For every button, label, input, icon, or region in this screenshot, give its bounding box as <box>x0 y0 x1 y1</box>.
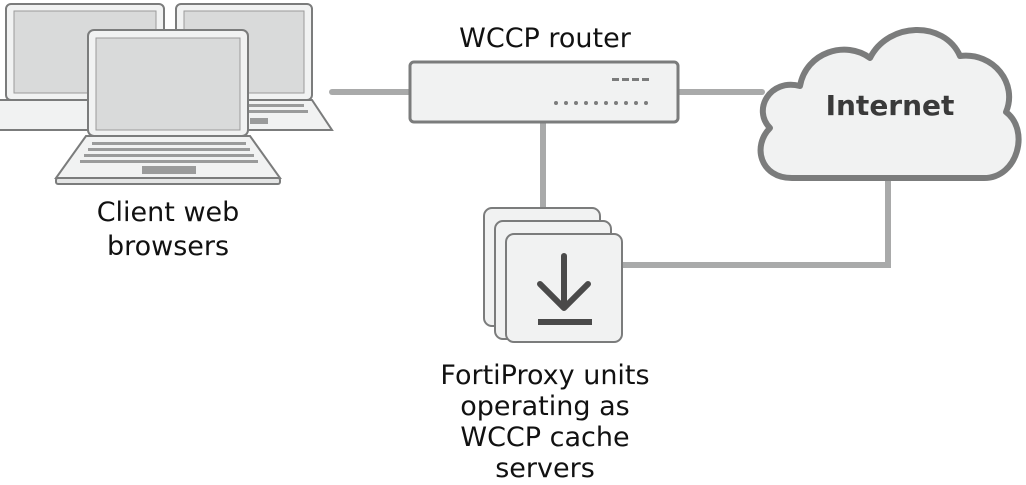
laptop-icon <box>54 29 282 185</box>
router-label: WCCP router <box>459 23 631 54</box>
download-icon <box>537 253 592 325</box>
proxy-label-line: servers <box>495 453 595 484</box>
proxy-label-line: FortiProxy units <box>440 360 650 391</box>
router-icon <box>408 60 680 124</box>
clients-label-line: Client web <box>96 197 240 228</box>
proxy-label: FortiProxy units operating as WCCP cache… <box>420 360 670 484</box>
client-laptops <box>0 3 334 185</box>
connections <box>329 89 891 268</box>
cloud-icon <box>757 27 1022 181</box>
internet-label: Internet <box>825 89 955 122</box>
clients-label: Client web browsers <box>48 196 288 264</box>
clients-label-line: browsers <box>106 231 230 262</box>
proxy-label-line: WCCP cache <box>460 422 630 453</box>
proxy-stack <box>483 207 623 343</box>
proxy-label-line: operating as <box>460 391 630 422</box>
edge-proxy-internet <box>619 177 891 268</box>
